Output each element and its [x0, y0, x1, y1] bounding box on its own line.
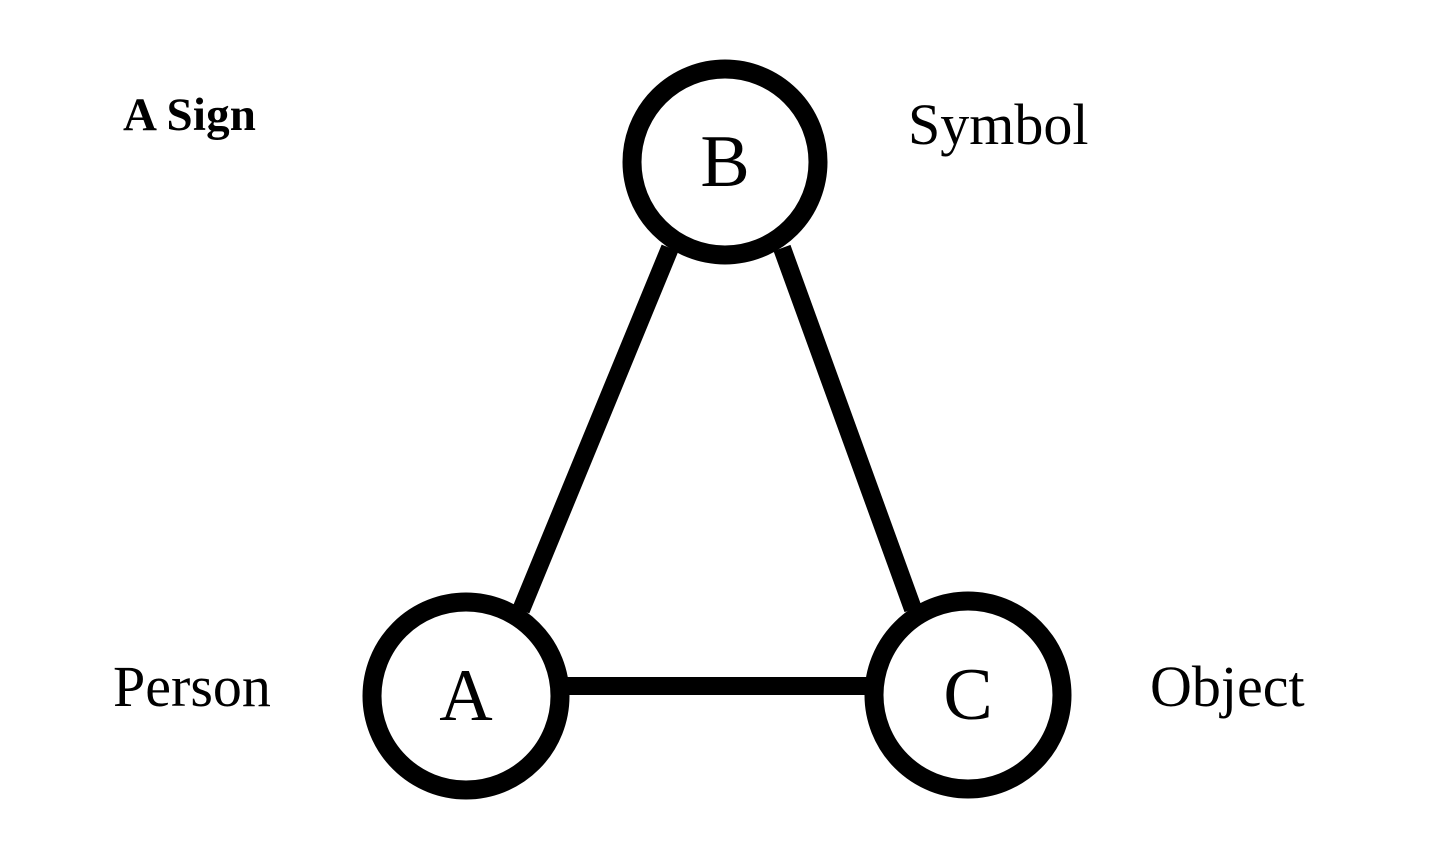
- node-b[interactable]: B: [622, 59, 828, 265]
- edge-b-c: [773, 244, 922, 613]
- node-a-circle[interactable]: [362, 592, 570, 800]
- edge-b-a: [512, 244, 679, 614]
- edge-group: [512, 244, 922, 695]
- node-a-letter: A: [439, 655, 492, 737]
- node-c-circle[interactable]: [864, 591, 1072, 799]
- node-label-person: Person: [113, 654, 271, 719]
- page-title: A Sign: [123, 89, 257, 141]
- node-a[interactable]: A: [362, 592, 570, 800]
- node-b-circle[interactable]: [622, 59, 828, 265]
- node-label-symbol: Symbol: [908, 92, 1089, 157]
- node-b-letter: B: [700, 121, 749, 203]
- node-c-letter: C: [943, 654, 992, 736]
- node-c[interactable]: C: [864, 591, 1072, 799]
- node-label-object: Object: [1150, 654, 1305, 719]
